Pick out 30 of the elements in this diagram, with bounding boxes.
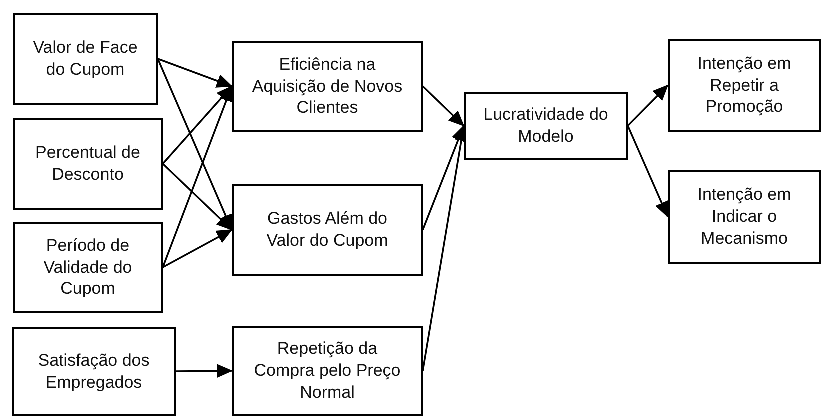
process-box <box>232 41 423 132</box>
box-label: Satisfação dos Empregados <box>37 350 151 394</box>
box-label: Intenção em Indicar o Mecanismo <box>696 184 792 250</box>
arrow <box>627 84 669 127</box>
box-label: Intenção em Repetir a Promoção <box>696 52 792 118</box>
arrow <box>422 86 465 127</box>
arrow <box>157 58 233 231</box>
process-box <box>12 327 176 416</box>
arrow <box>176 364 233 378</box>
arrow <box>162 86 233 165</box>
process-box <box>668 170 821 264</box>
box-label: Repetição da Compra pelo Preço Normal <box>253 338 402 404</box>
process-box <box>13 118 163 210</box>
process-box <box>668 39 821 132</box>
process-box <box>464 92 628 160</box>
arrow <box>162 163 233 231</box>
box-label: Valor de Face do Cupom <box>32 37 139 81</box>
process-box <box>13 222 163 313</box>
process-box <box>232 184 423 276</box>
box-label: Gastos Além do Valor do Cupom <box>266 208 390 252</box>
arrow <box>422 125 465 230</box>
arrow <box>162 229 233 268</box>
arrow <box>158 58 233 88</box>
box-label: Período de Validade do Cupom <box>42 234 134 300</box>
arrow <box>627 126 669 218</box>
box-label: Percentual de Desconto <box>34 142 142 186</box>
box-label: Lucratividade do Modelo <box>482 104 610 148</box>
process-box <box>232 326 423 416</box>
box-label: Eficiência na Aquisição de Novos Clientes <box>251 54 404 120</box>
process-box <box>13 13 158 105</box>
